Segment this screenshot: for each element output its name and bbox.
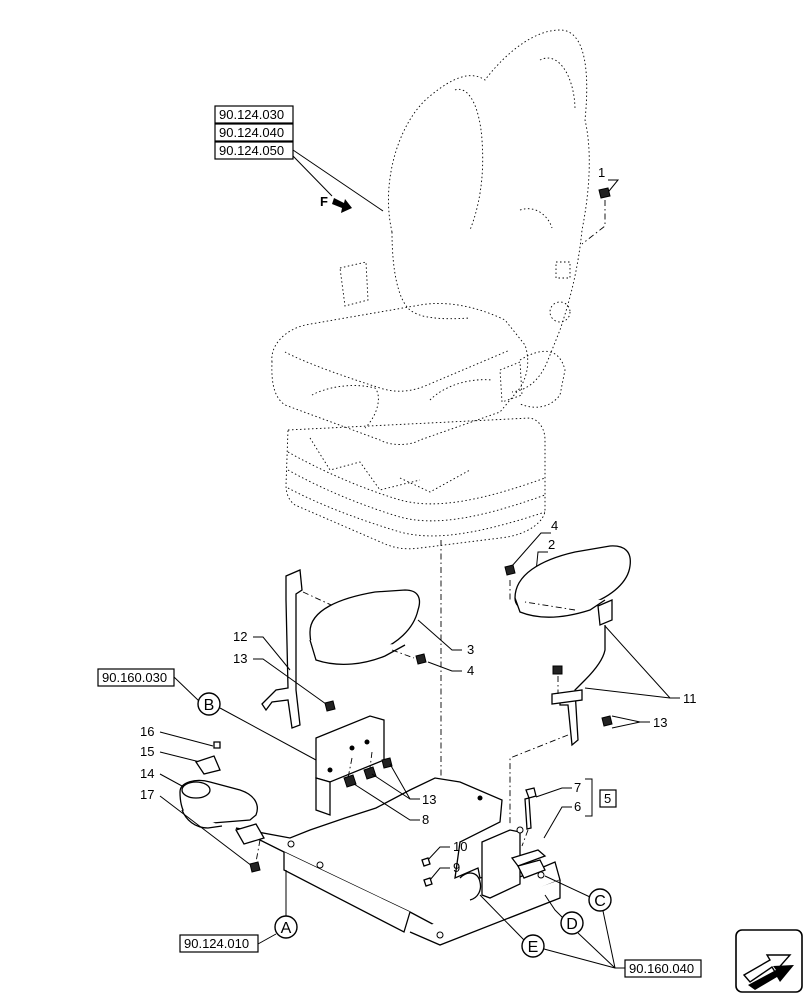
kit-5: 5 xyxy=(604,791,611,806)
callout-13-left: 13 xyxy=(233,651,247,666)
callout-d: D xyxy=(560,911,584,935)
nut-13-left xyxy=(324,700,336,712)
operator-seat xyxy=(271,29,590,550)
svg-text:C: C xyxy=(594,893,606,910)
callout-a: A xyxy=(274,915,298,939)
armrest-right xyxy=(514,545,631,618)
callout-e: E xyxy=(521,934,545,958)
nut-4-left xyxy=(415,653,427,665)
ref-cde-code: 90.160.040 xyxy=(629,961,694,976)
armrest-bracket-right xyxy=(551,599,613,747)
callout-3: 3 xyxy=(467,642,474,657)
seat-ref-3: 90.124.050 xyxy=(219,143,284,158)
ref-b-code: 90.160.030 xyxy=(102,670,167,685)
nut-17 xyxy=(249,861,261,873)
forward-arrow-icon xyxy=(332,198,352,213)
ref-a-code: 90.124.010 xyxy=(184,936,249,951)
callout-b: B xyxy=(197,692,221,716)
screw-16 xyxy=(213,741,221,749)
nut-13-right xyxy=(601,715,613,727)
callout-13-right: 13 xyxy=(653,715,667,730)
bushing-6 xyxy=(510,849,547,867)
washer-9 xyxy=(423,877,433,887)
seat-base-plate xyxy=(235,715,561,946)
armrest-bracket-left xyxy=(261,569,303,729)
callout-10: 10 xyxy=(453,839,467,854)
armrest-left xyxy=(309,589,421,665)
callout-c: C xyxy=(588,888,612,912)
nut-10 xyxy=(421,857,431,867)
callout-2: 2 xyxy=(548,537,555,552)
next-page-arrow-icon[interactable] xyxy=(735,929,803,993)
callout-16: 16 xyxy=(140,724,154,739)
bolt-7 xyxy=(525,787,537,799)
bolt-8-a xyxy=(343,774,357,788)
callout-8: 8 xyxy=(422,812,429,827)
callout-14: 14 xyxy=(140,766,154,781)
bolt-8-b xyxy=(363,766,377,780)
holder-14 xyxy=(179,779,258,829)
svg-text:B: B xyxy=(204,697,215,714)
bolt-11 xyxy=(552,665,563,675)
bolt-13-mid xyxy=(381,757,393,769)
callout-9: 9 xyxy=(453,860,460,875)
callout-4-left: 4 xyxy=(467,663,474,678)
svg-text:E: E xyxy=(528,939,539,956)
callout-6: 6 xyxy=(574,799,581,814)
seat-ref-2: 90.124.040 xyxy=(219,125,284,140)
callout-12: 12 xyxy=(233,629,247,644)
svg-text:A: A xyxy=(281,920,292,937)
nut-4-top xyxy=(504,564,516,576)
callout-17: 17 xyxy=(140,787,154,802)
svg-text:D: D xyxy=(566,916,578,933)
bracket-17 xyxy=(235,823,265,845)
callout-7: 7 xyxy=(574,780,581,795)
clip-15 xyxy=(194,755,221,775)
seat-ref-1: 90.124.030 xyxy=(219,107,284,122)
callout-1: 1 xyxy=(598,165,605,180)
screw-1 xyxy=(598,187,611,199)
forward-label: F xyxy=(320,194,328,209)
callout-15: 15 xyxy=(140,744,154,759)
seat-reference-stack: 90.124.030 90.124.040 90.124.050 xyxy=(214,105,294,160)
callout-11: 11 xyxy=(683,691,697,706)
callout-13-mid: 13 xyxy=(422,792,436,807)
callout-4-top: 4 xyxy=(551,518,558,533)
